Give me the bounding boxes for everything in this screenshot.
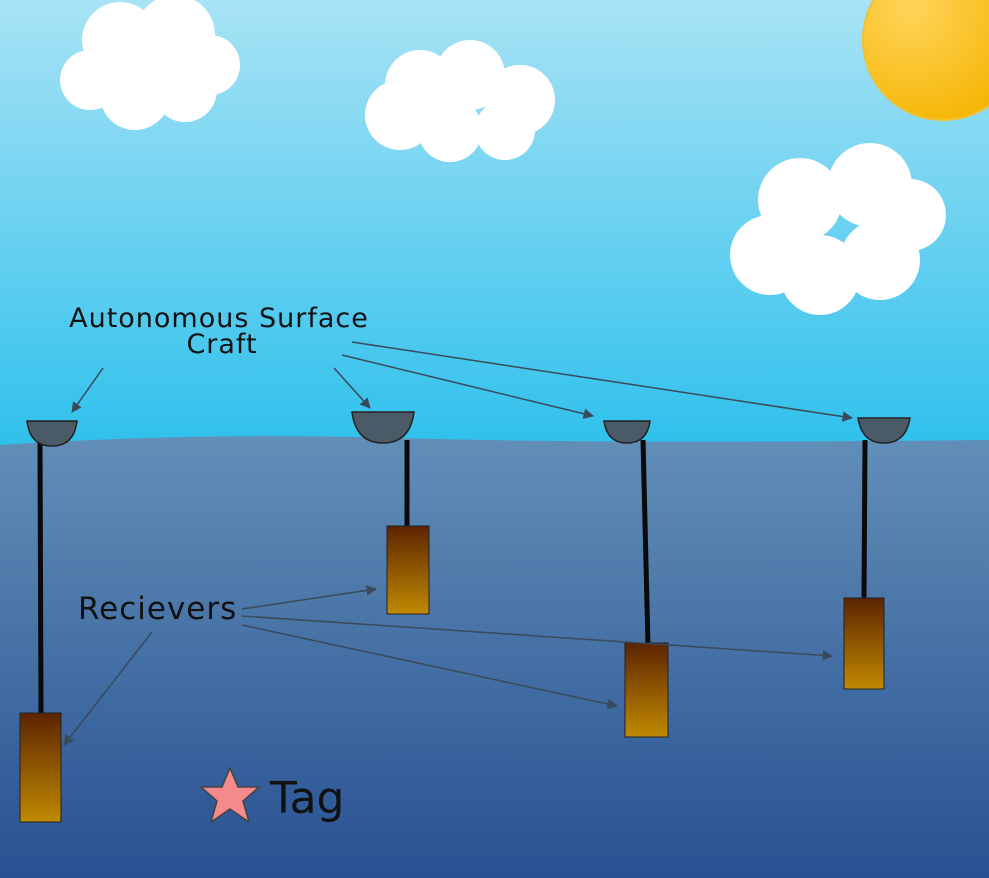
receivers [19, 525, 885, 823]
tag-label: Tag [269, 773, 345, 824]
cable [640, 439, 651, 646]
tag-star-icon [199, 766, 261, 824]
cable [861, 439, 868, 601]
receiver-icon [19, 712, 62, 823]
water-body [0, 436, 989, 878]
arrow-craft-4 [351, 341, 854, 422]
arrow-receiver-4 [63, 631, 153, 746]
surface-craft-icon [857, 417, 911, 444]
cable [37, 439, 44, 716]
cloud-icon [60, 0, 240, 130]
arrow-receiver-1 [241, 585, 378, 610]
surface-crafts [26, 411, 911, 447]
arrow-craft-1 [71, 367, 104, 413]
arrow-craft-2 [333, 367, 371, 409]
receiver-icon [386, 525, 430, 615]
arrows [63, 341, 854, 746]
arrow-receiver-3 [241, 624, 619, 710]
receivers-label: Recievers [78, 591, 237, 627]
surface-craft-icon [26, 420, 78, 447]
cloud-icon [730, 143, 946, 315]
arrow-receiver-2 [241, 615, 834, 661]
surface-craft-label-line2: Craft [186, 329, 257, 360]
receiver-icon [624, 642, 669, 738]
cables [37, 439, 868, 716]
arrow-craft-3 [341, 354, 595, 419]
surface-craft-label-line1: Autonomous Surface [69, 303, 369, 334]
sun-icon [862, 0, 989, 121]
surface-craft-icon [603, 420, 651, 444]
cloud-icon [365, 40, 555, 162]
receiver-icon [843, 597, 885, 690]
surface-craft-icon [351, 411, 415, 444]
